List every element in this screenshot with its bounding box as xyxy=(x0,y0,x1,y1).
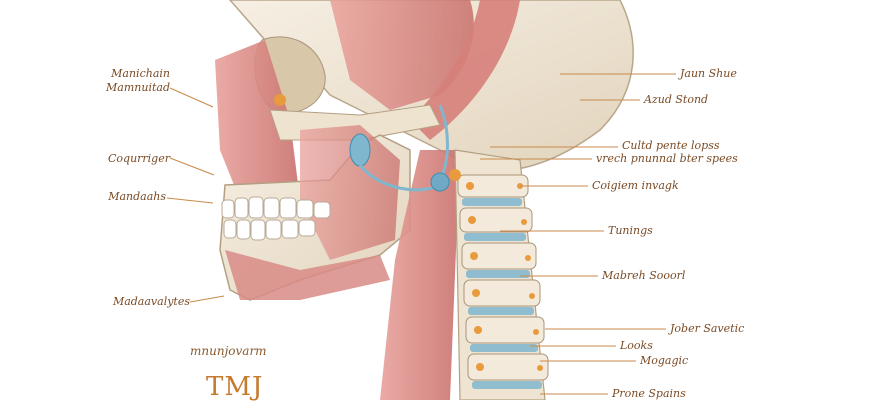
label-jober-savetic: Jober Savetic xyxy=(670,322,745,335)
label-coigiem-invagk: Coigiem invagk xyxy=(592,179,679,192)
subtitle: mnunjovarm xyxy=(190,344,267,358)
neck-muscle-band xyxy=(410,0,520,140)
label-cultd-pente-lopss: Cultd pente lopss xyxy=(622,139,720,152)
page-title: TMJ xyxy=(206,372,264,402)
facial-muscles xyxy=(215,40,300,200)
neck-muscle xyxy=(380,150,460,400)
label-coqurriger: Coqurriger xyxy=(107,152,170,165)
label-mabreh-sooorl: Mabreh Sooorl xyxy=(602,269,686,282)
label-azud-stond: Azud Stond xyxy=(644,93,709,106)
label-mamnuitad: Mamnuitad xyxy=(106,81,170,94)
temporalis-muscle xyxy=(330,0,474,110)
label-looks: Looks xyxy=(620,339,653,352)
label-jaun-shue: Jaun Shue xyxy=(680,67,737,80)
tmj-joint xyxy=(274,94,461,192)
label-mandaahs: Mandaahs xyxy=(108,190,166,203)
label-madaavalytes: Madaavalytes xyxy=(112,295,190,308)
leader-lines-left xyxy=(166,87,225,303)
chin-muscle xyxy=(225,250,390,300)
leader-lines-right xyxy=(480,73,676,395)
label-tunings: Tunings xyxy=(608,224,653,237)
label-manichain: Manichain xyxy=(111,67,170,80)
teeth xyxy=(221,196,331,241)
label-vrech-pnunnal: vrech pnunnal bter spees xyxy=(596,152,738,165)
masseter-muscle xyxy=(300,125,400,260)
label-prone-spains: Prone Spains xyxy=(612,387,686,400)
cervical-spine xyxy=(454,149,549,401)
label-mogagic: Mogagic xyxy=(640,354,689,367)
